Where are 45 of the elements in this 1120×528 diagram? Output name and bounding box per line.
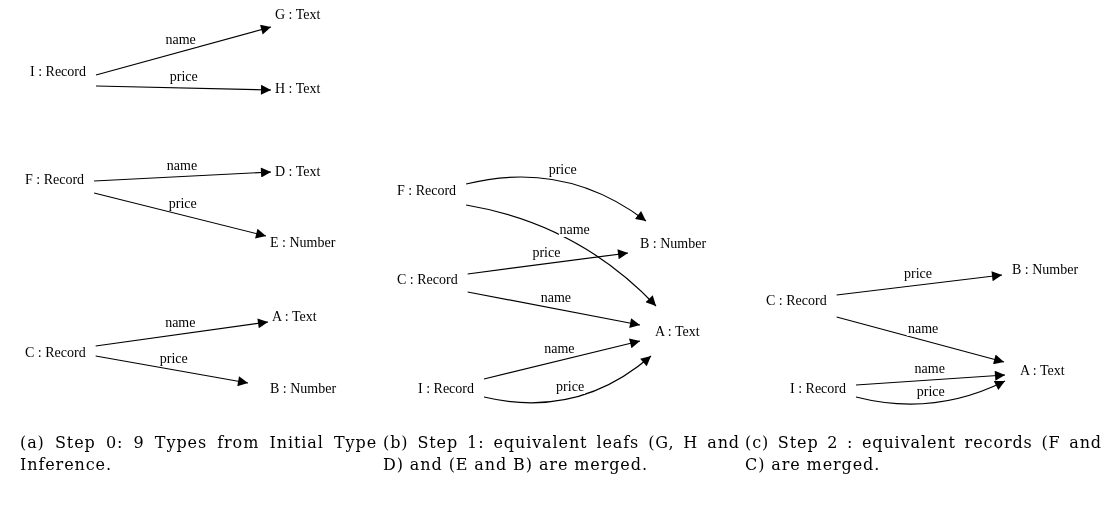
type-node-label: C : Record xyxy=(766,293,827,309)
edge-label: price xyxy=(547,163,578,178)
arrow xyxy=(465,204,657,307)
arrow xyxy=(467,291,641,329)
type-node-label: D : Text xyxy=(275,164,321,180)
type-node-label: E : Number xyxy=(270,235,336,251)
arrow xyxy=(836,271,1003,296)
arrow xyxy=(95,84,272,95)
type-node-label: G : Text xyxy=(275,7,321,23)
caption: (c) Step 2 : equivalent records (F and C) are merged. xyxy=(745,432,1102,476)
type-node-label: F : Record xyxy=(397,183,457,199)
edge-label: price xyxy=(555,380,586,395)
type-node-label: A : Text xyxy=(272,309,317,325)
arrow xyxy=(95,24,272,76)
type-node-label: A : Text xyxy=(1020,363,1065,379)
edge-label: price xyxy=(915,384,946,399)
edge-label: price xyxy=(167,196,198,211)
type-node-label: F : Record xyxy=(25,172,85,188)
arrow xyxy=(836,316,1005,365)
arrow xyxy=(95,355,249,387)
arrow xyxy=(465,176,647,222)
caption: (a) Step 0: 9 Types from Initial Type Inference. xyxy=(20,432,377,476)
edge-label: price xyxy=(531,245,562,260)
arrow xyxy=(483,338,641,380)
type-node-label: B : Number xyxy=(270,381,337,397)
edge-label: price xyxy=(903,267,933,282)
type-node-label: B : Number xyxy=(640,236,707,252)
arrow xyxy=(93,167,272,182)
arrow xyxy=(95,318,269,347)
type-node-label: I : Record xyxy=(418,381,474,397)
arrow xyxy=(855,380,1006,405)
type-node-label: A : Text xyxy=(655,324,700,340)
arrow xyxy=(483,355,652,404)
type-node-label: C : Record xyxy=(397,272,458,288)
type-node-label: I : Record xyxy=(790,381,846,397)
caption: (b) Step 1: equivalent leafs (G, H and D) and (E and B) are merged. xyxy=(383,432,740,476)
type-node-label: I : Record xyxy=(30,64,86,80)
edge-label: price xyxy=(158,351,189,366)
type-node-label: B : Number xyxy=(1012,262,1079,278)
arrow xyxy=(467,249,629,275)
arrow xyxy=(855,370,1006,386)
type-node-label: H : Text xyxy=(275,81,321,97)
edge-label: price xyxy=(168,70,199,84)
type-node-label: C : Record xyxy=(25,345,86,361)
arrow xyxy=(93,192,267,239)
